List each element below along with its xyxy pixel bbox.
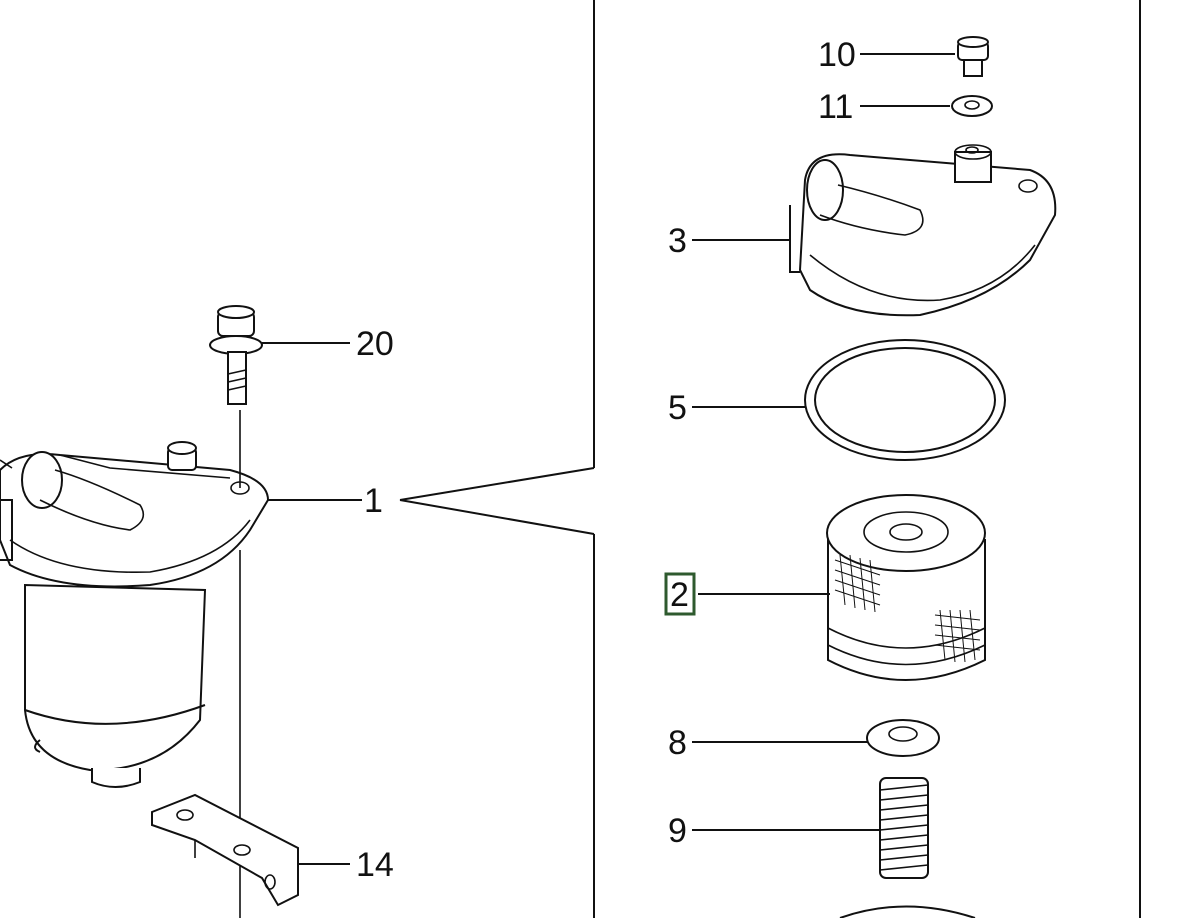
label-5: 5 xyxy=(668,389,687,427)
leader-lines xyxy=(262,53,955,865)
detail-frame xyxy=(399,0,1141,918)
spring-9 xyxy=(879,777,929,879)
screw-10 xyxy=(957,36,989,77)
label-14: 14 xyxy=(356,846,394,884)
label-10: 10 xyxy=(818,36,856,74)
bolt-20 xyxy=(209,305,263,918)
label-3: 3 xyxy=(668,222,687,260)
seat-8 xyxy=(866,719,940,757)
label-1: 1 xyxy=(364,482,383,520)
label-2: 2 xyxy=(670,576,689,614)
washer-11 xyxy=(951,95,993,117)
filter-assembly xyxy=(0,441,270,788)
label-8: 8 xyxy=(668,724,687,762)
label-2-highlight-box xyxy=(664,572,696,616)
label-20: 20 xyxy=(356,325,394,363)
filter-head-3 xyxy=(789,144,1057,317)
bowl-edge xyxy=(839,905,976,918)
bracket-14 xyxy=(151,793,299,907)
label-9: 9 xyxy=(668,812,687,850)
label-11: 11 xyxy=(818,88,853,126)
o-ring-5 xyxy=(804,339,1006,461)
filter-element-2 xyxy=(826,494,986,681)
